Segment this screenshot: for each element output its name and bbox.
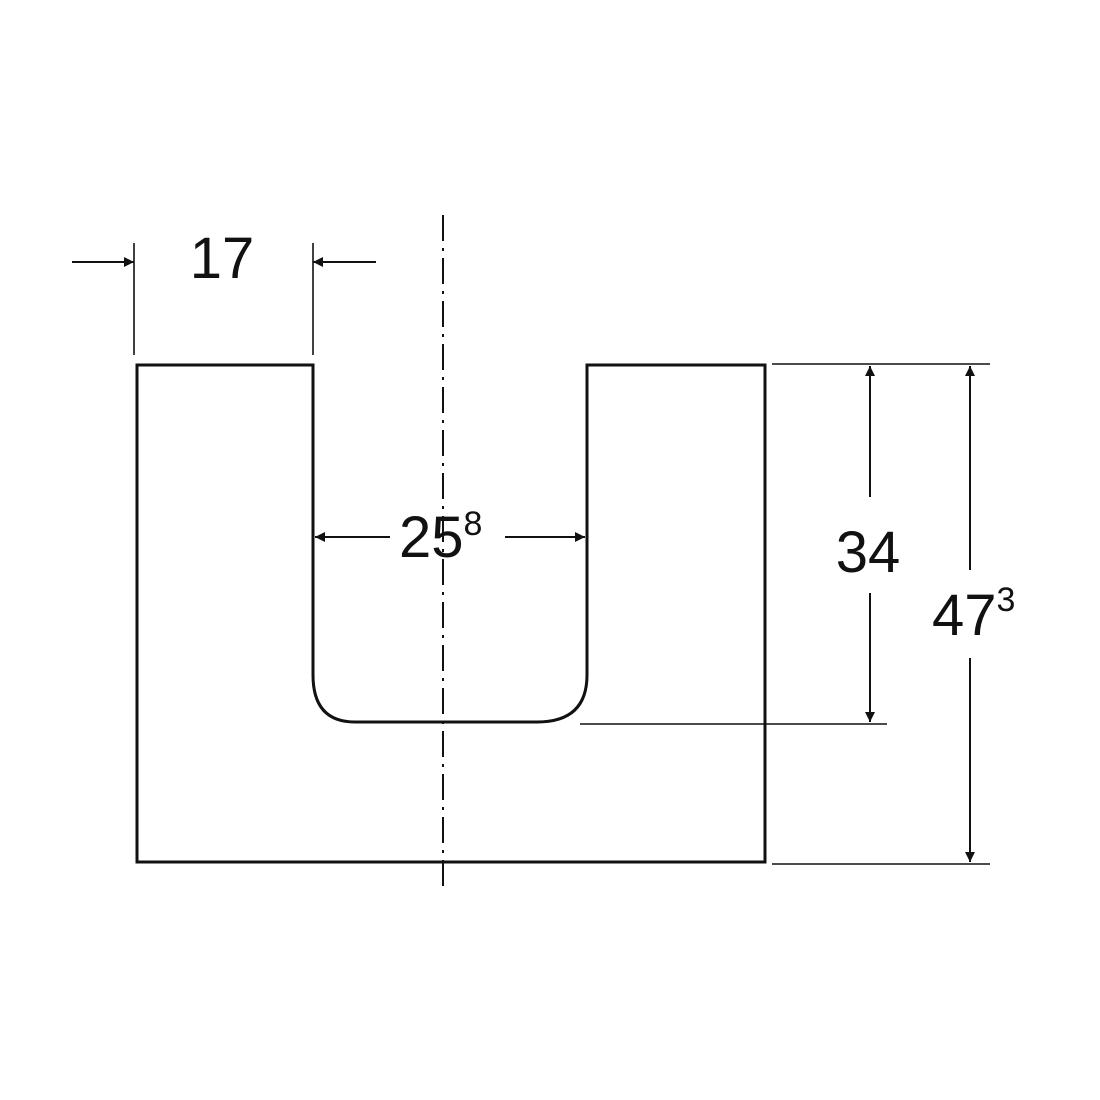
dimension-label-cutout-depth: 34 [836, 520, 901, 585]
dimension-left-leg-width: 17 [72, 226, 376, 291]
dimension-label-cutout-width: 258 [399, 505, 482, 570]
dimension-label-total-height: 473 [932, 581, 1015, 648]
dimension-label-left-leg-width: 17 [190, 226, 255, 291]
dimension-cutout-depth: 34 [836, 366, 901, 722]
u-shape-outline [135, 363, 767, 864]
dimension-cutout-width: 258 [315, 505, 585, 570]
dimension-total-height: 473 [932, 366, 1015, 862]
